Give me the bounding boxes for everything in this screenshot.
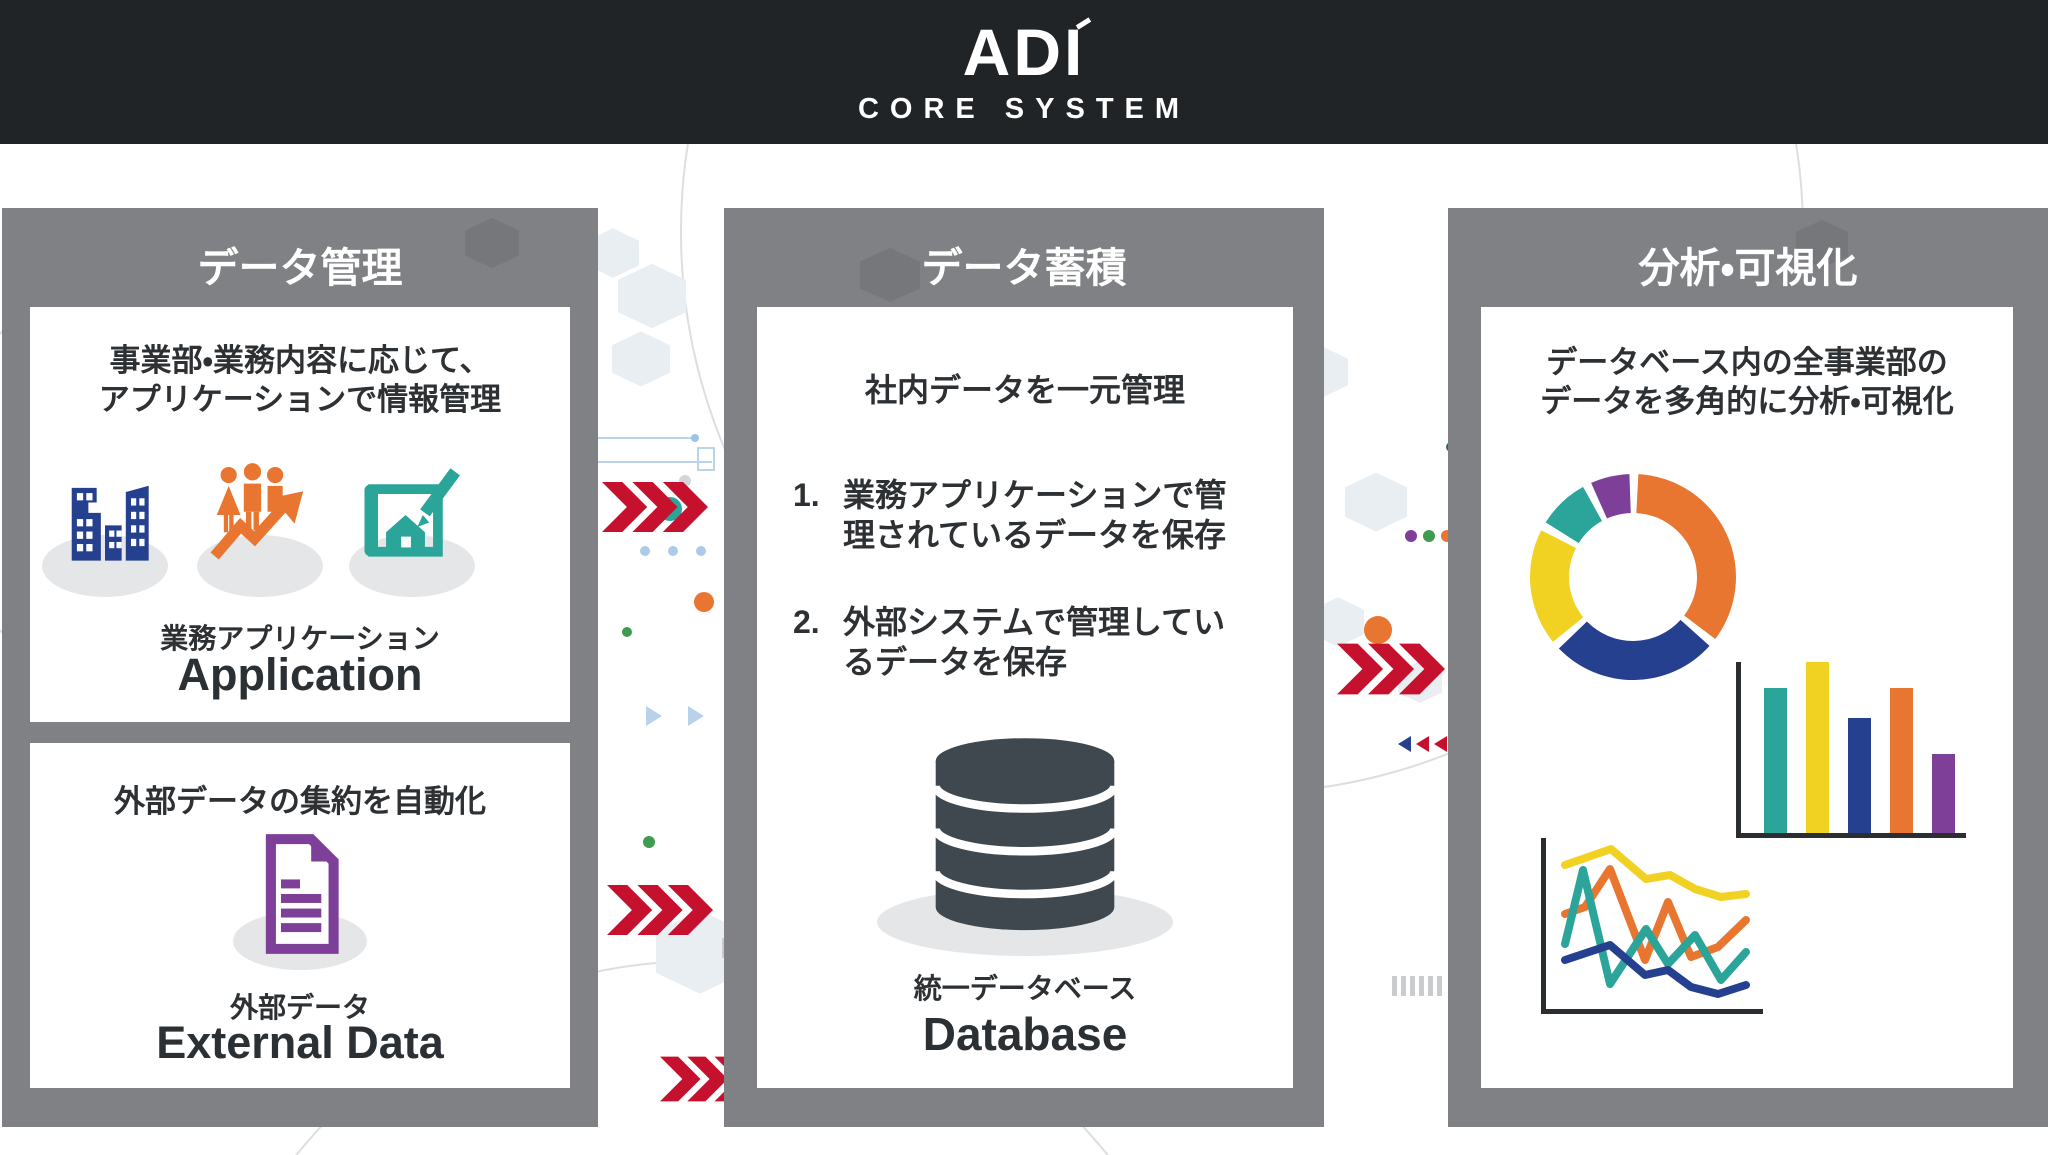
database-label-en: Database: [922, 1008, 1128, 1060]
segment-yellow: [1530, 530, 1584, 642]
decoration-dot: [691, 434, 699, 442]
panel-data-management: データ管理 事業部・業務内容に応じて、 アプリケーションで情報管理: [2, 208, 598, 1127]
panel-analysis-visualization: 分析・可視化 データベース内の全事業部の データを多角的に分析・可視化: [1448, 208, 2048, 1127]
hexagon-decoration: [618, 263, 686, 329]
buildings-icon: [71, 485, 149, 561]
triangle-decoration: [1416, 736, 1429, 752]
decoration-dot: [1423, 530, 1435, 542]
segment-blue: [1558, 619, 1710, 680]
storage-list-item-1: 1. 業務アプリケーションで管 理されているデータを保存: [793, 475, 1226, 555]
decoration-line: [560, 461, 712, 463]
external-label-en: External Data: [156, 1017, 444, 1068]
segment-purple: [1591, 474, 1631, 519]
card-external-description: 外部データの集約を自動化: [114, 784, 486, 819]
panel-data-storage: データ蓄積 社内データを一元管理 1. 業務アプリケーションで管 理されているデ…: [724, 208, 1324, 1127]
hexagon-decoration: [860, 248, 920, 302]
line-series-blue: [1561, 941, 1750, 998]
segment-orange: [1636, 474, 1736, 639]
panel-title-data-management: データ管理: [197, 245, 403, 291]
brand-logo: ADI: [963, 16, 1092, 85]
decoration-dot: [668, 546, 678, 556]
brand-subtitle: CORE SYSTEM: [857, 92, 1191, 125]
decoration-dot: [1405, 530, 1417, 542]
storage-list: 1. 業務アプリケーションで管 理されているデータを保存 2. 外部システムで管…: [793, 475, 1226, 729]
hexagon-decoration: [612, 331, 670, 387]
decoration-dot: [622, 627, 632, 637]
list-number: 2.: [793, 604, 820, 640]
decoration-line: [560, 437, 695, 439]
header: ADI CORE SYSTEM: [0, 0, 2048, 144]
card-analysis: データベース内の全事業部の データを多角的に分析・可視化: [1481, 307, 2013, 1088]
segment-teal: [1545, 486, 1602, 544]
triangle-decoration: [688, 706, 704, 726]
list-item-line: 外部システムで管理してい: [843, 604, 1226, 640]
decoration-dot: [694, 592, 714, 612]
triangle-decoration: [646, 706, 662, 726]
storage-heading: 社内データを一元管理: [864, 372, 1185, 408]
icon-slot: [30, 452, 180, 597]
decoration-dot: [1364, 616, 1392, 644]
flow-arrow-icon: [607, 885, 713, 935]
database-icon-wrap: [875, 732, 1175, 956]
decoration-dot: [640, 546, 650, 556]
application-icons-row: [30, 452, 570, 597]
flow-arrow-icon: [602, 482, 708, 532]
storage-list-item-2: 2. 外部システムで管理してい るデータを保存: [793, 602, 1226, 682]
list-item-line: 業務アプリケーションで管: [843, 477, 1227, 513]
list-number: 1.: [793, 477, 820, 513]
circuit-pins-decoration: [1392, 976, 1446, 996]
external-label-jp: 外部データ: [229, 992, 370, 1023]
blueprint-icon: [364, 468, 460, 557]
card-application-description: 事業部・業務内容に応じて、 アプリケーションで情報管理: [98, 343, 502, 417]
icon-slot: [337, 452, 487, 597]
flow-arrow-icon: [602, 475, 708, 539]
flow-arrow-icon: [1337, 637, 1445, 701]
triangle-decoration: [1398, 736, 1411, 752]
donut-chart: [1530, 474, 1736, 680]
decoration-dot: [696, 546, 706, 556]
analysis-description: データベース内の全事業部の データを多角的に分析・可視化: [1540, 345, 1954, 419]
card-database: 社内データを一元管理 1. 業務アプリケーションで管 理されているデータを保存 …: [757, 307, 1293, 1088]
document-icon: [265, 834, 339, 954]
line-chart: [1541, 838, 1763, 1014]
panel-title-data-storage: データ蓄積: [921, 245, 1127, 291]
decoration-dot: [643, 836, 655, 848]
panel-title-analysis: 分析・可視化: [1638, 245, 1858, 291]
line-series-yellow: [1561, 845, 1750, 901]
card-external-data: 外部データの集約を自動化 外部データ External Data: [30, 743, 570, 1088]
triangle-decoration: [1434, 736, 1447, 752]
people-growth-icon: [210, 463, 304, 560]
bar-chart: [1736, 662, 1966, 838]
brand-logo-text: ADI: [962, 14, 1086, 89]
card-application: 事業部・業務内容に応じて、 アプリケーションで情報管理: [30, 307, 570, 722]
application-label-jp: 業務アプリケーション: [160, 623, 440, 654]
list-item-line: 理されているデータを保存: [843, 517, 1227, 553]
icon-slot: [185, 452, 335, 597]
icon-slot: [225, 825, 375, 970]
application-label-en: Application: [177, 649, 423, 700]
line-series-teal: [1561, 866, 1750, 988]
flow-arrow-icon: [1337, 643, 1445, 695]
hexagon-decoration: [1345, 472, 1407, 532]
database-label-jp: 統一データベース: [913, 973, 1137, 1004]
flow-arrow-icon: [607, 878, 713, 942]
database-icon: [931, 738, 1119, 931]
list-item-line: るデータを保存: [843, 644, 1068, 680]
decoration-square: [697, 447, 715, 471]
